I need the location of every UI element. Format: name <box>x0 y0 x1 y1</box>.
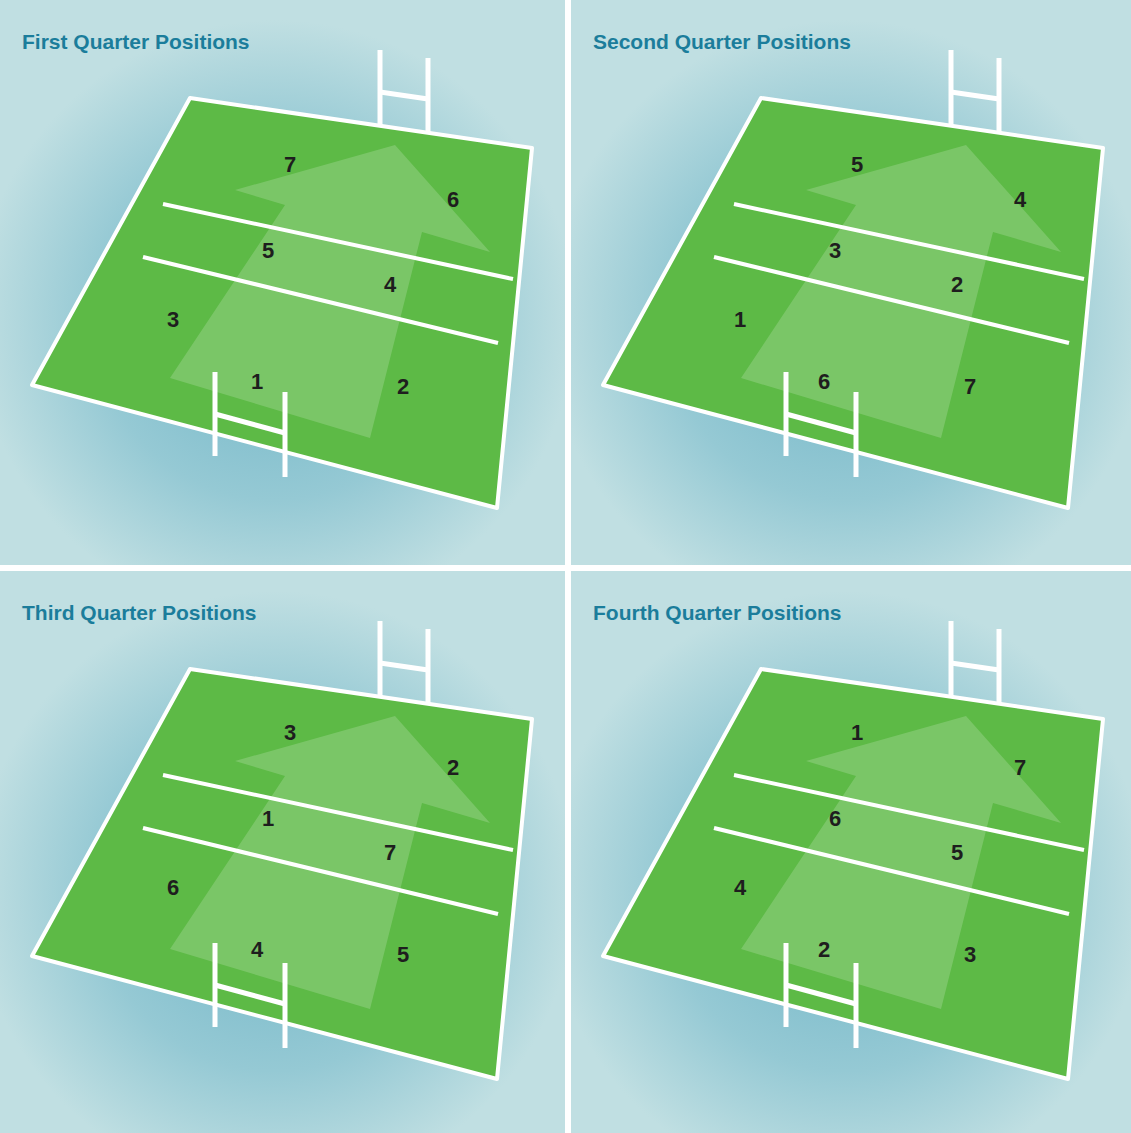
position-number: 6 <box>818 371 830 393</box>
position-number: 5 <box>951 842 963 864</box>
panel-title: Fourth Quarter Positions <box>593 601 842 625</box>
position-number: 6 <box>829 808 841 830</box>
panel-title: Second Quarter Positions <box>593 30 851 54</box>
position-number: 6 <box>447 189 459 211</box>
position-number: 6 <box>167 877 179 899</box>
position-number: 7 <box>384 842 396 864</box>
position-number: 7 <box>964 376 976 398</box>
position-number: 1 <box>251 371 263 393</box>
panel-title: Third Quarter Positions <box>22 601 257 625</box>
position-number: 1 <box>734 309 746 331</box>
position-number: 3 <box>829 240 841 262</box>
quarter-panel: First Quarter Positions <box>0 0 565 565</box>
position-number: 3 <box>284 722 296 744</box>
position-number: 5 <box>397 944 409 966</box>
position-number: 2 <box>447 757 459 779</box>
position-number: 4 <box>251 939 263 961</box>
position-number: 1 <box>262 808 274 830</box>
quarter-panel: Second Quarter Positions <box>571 0 1131 565</box>
position-number: 2 <box>951 274 963 296</box>
position-number: 5 <box>851 154 863 176</box>
position-number: 7 <box>284 154 296 176</box>
position-number: 5 <box>262 240 274 262</box>
position-number: 4 <box>384 274 396 296</box>
panel-title: First Quarter Positions <box>22 30 250 54</box>
position-number: 1 <box>851 722 863 744</box>
position-number: 2 <box>818 939 830 961</box>
position-number: 2 <box>397 376 409 398</box>
quarter-panel: Third Quarter Positions <box>0 571 565 1133</box>
position-number: 7 <box>1014 757 1026 779</box>
position-number: 3 <box>167 309 179 331</box>
quarter-panel: Fourth Quarter Positions <box>571 571 1131 1133</box>
position-number: 3 <box>964 944 976 966</box>
position-number: 4 <box>1014 189 1026 211</box>
position-number: 4 <box>734 877 746 899</box>
